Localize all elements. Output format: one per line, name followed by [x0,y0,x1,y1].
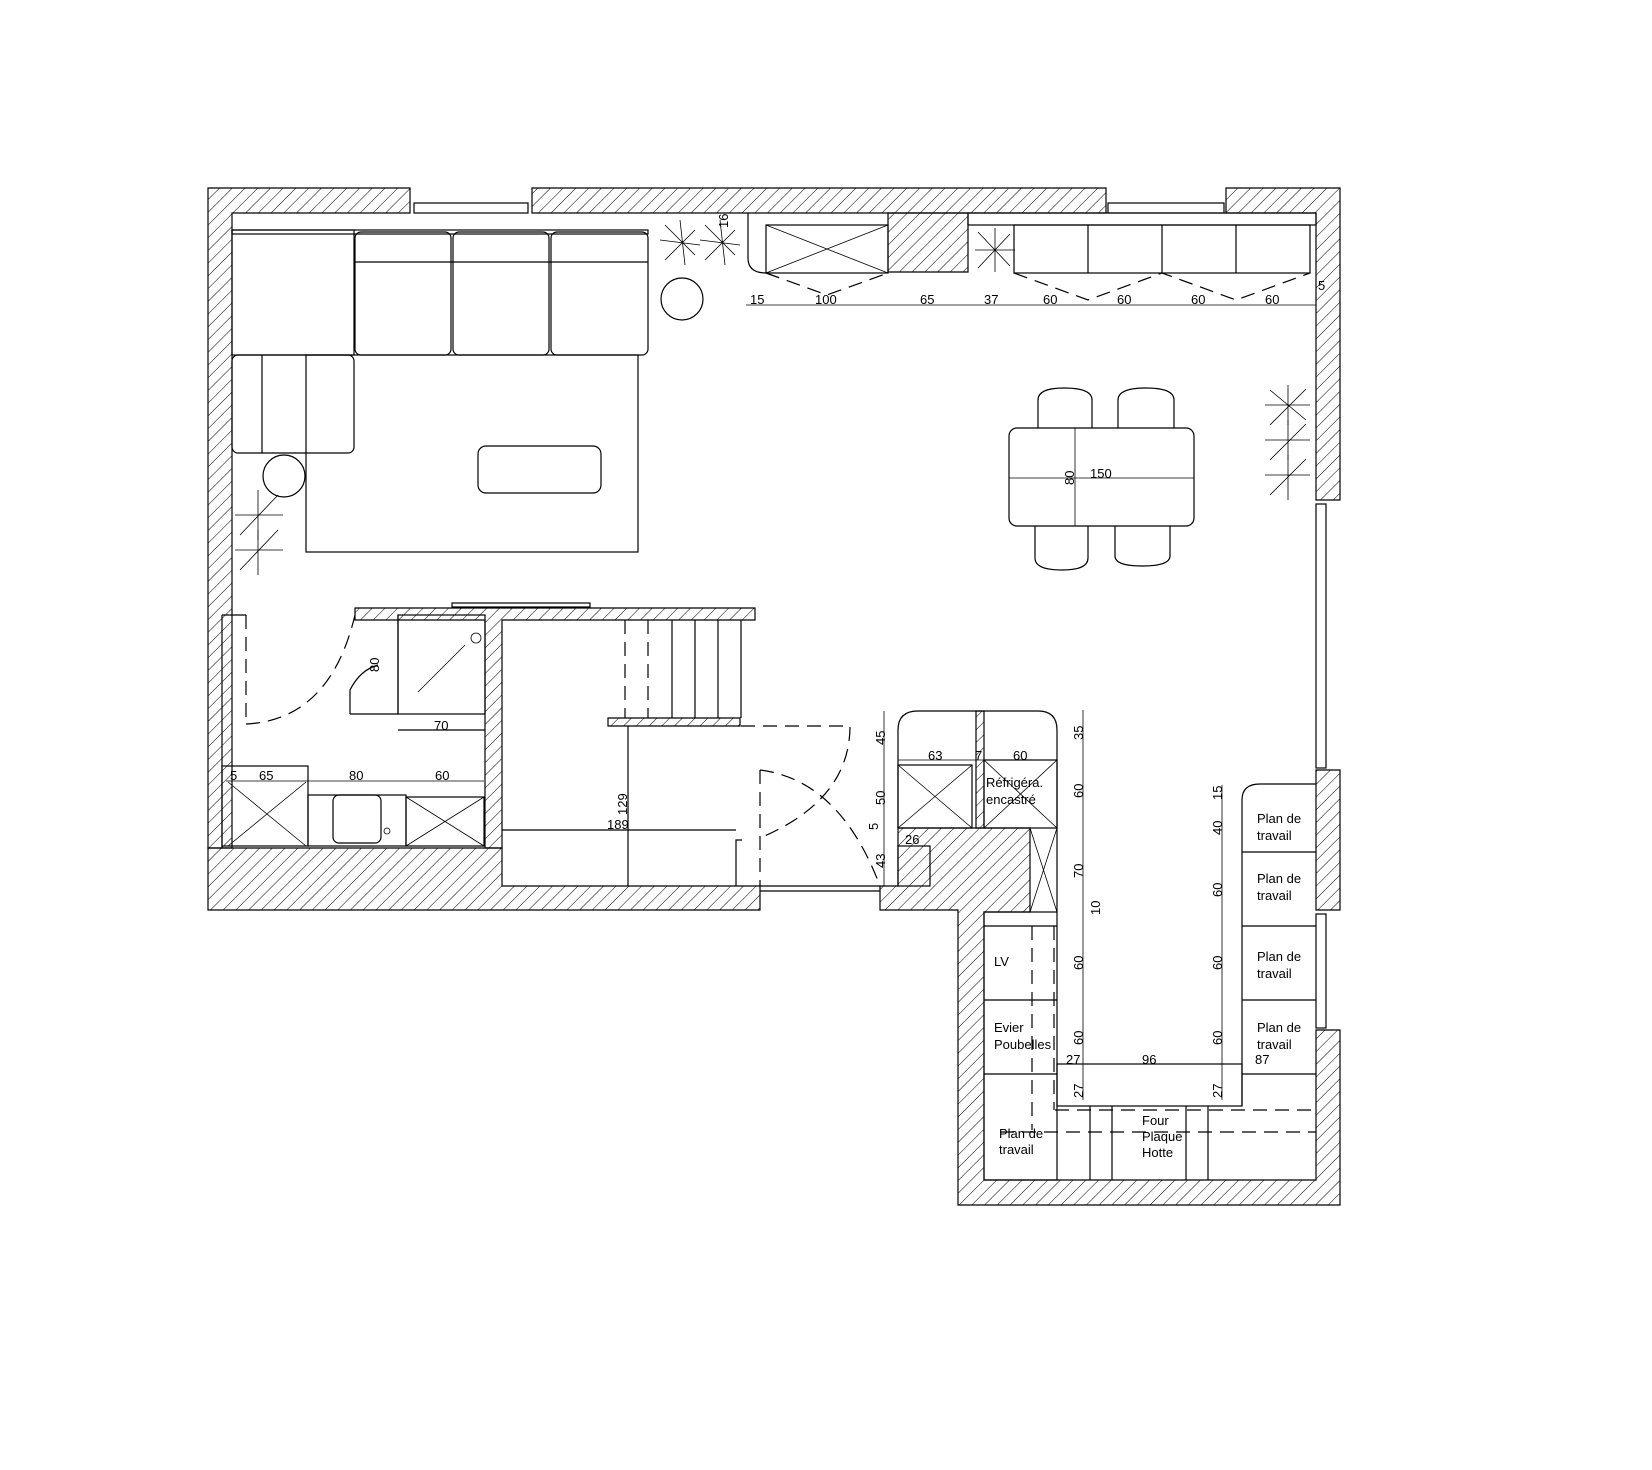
dim-label: 70 [434,718,448,733]
dishwasher-label: LV [994,954,1009,969]
dim-label: 60 [1117,292,1131,307]
dim-label: 5 [1318,278,1325,293]
sofa-corner [231,229,355,356]
plant-icon [1265,385,1310,500]
dim-label: 60 [1210,956,1225,970]
dim-label: 100 [815,292,837,307]
dim-label: 60 [1265,292,1279,307]
dim-label: 60 [1043,292,1057,307]
dim-label: 10 [1088,901,1103,915]
worktop-label: travail [1257,888,1292,903]
dim-label: 80 [1062,471,1077,485]
dim-label: 60 [1210,1031,1225,1045]
dim-label: 129 [615,793,630,815]
dim-label: 40 [1210,821,1225,835]
plant-icon [235,490,283,575]
dim-label: 5 [230,768,237,783]
living-area [231,212,1317,553]
worktop-label: Plan de [1257,811,1301,826]
dim-label: 60 [1013,748,1027,763]
worktop-label: Plan de [999,1126,1043,1141]
dim-label: 7 [975,748,982,763]
washbasin [332,794,382,844]
dim-label: 27 [1071,1084,1086,1098]
dim-label: 70 [1071,864,1086,878]
shower [397,614,486,715]
plant-icon [659,219,741,266]
dim-label: 65 [920,292,934,307]
dim-label: 35 [1071,726,1086,740]
dim-label: 60 [435,768,449,783]
coffee-table [477,445,602,494]
worktop-label: travail [999,1142,1034,1157]
dim-label: 60 [1071,1031,1086,1045]
dim-label: 189 [607,817,629,832]
worktop-label: travail [1257,966,1292,981]
dimension-labels: 15 100 65 37 60 60 60 60 5 16 80 150 80 … [230,214,1325,1098]
dim-label: 27 [1066,1052,1080,1067]
worktop-label: travail [1257,828,1292,843]
dim-label: 16 [716,214,731,228]
dim-label: 80 [367,658,382,672]
tv-cabinet [765,224,889,274]
side-table [262,454,306,498]
windows [413,202,1327,1029]
dim-label: 60 [1071,784,1086,798]
dining-table [1008,387,1195,571]
rug [305,354,639,553]
oven-label: Plaque [1142,1129,1182,1144]
dim-label: 43 [873,854,888,868]
dim-label: 50 [873,791,888,805]
dimension-lines [627,304,1316,1100]
dim-label: 150 [1090,466,1112,481]
side-table [660,277,704,321]
worktop-label: Plan de [1257,949,1301,964]
dim-label: 60 [1071,956,1086,970]
worktop-label: Plan de [1257,871,1301,886]
plants [235,219,1310,575]
worktop-label: Plan de [1257,1020,1301,1035]
dim-label: 15 [750,292,764,307]
room-labels: Réfrigéra. encastré LV Evier Poubelles P… [986,775,1301,1160]
walls [207,187,1341,1206]
staircase [502,620,881,892]
plant-icon [975,228,1015,272]
fridge-label: encastré [986,792,1036,807]
dim-label: 60 [1210,883,1225,897]
dim-label: 96 [1142,1052,1156,1067]
oven-label: Hotte [1142,1145,1173,1160]
dim-label: 60 [1191,292,1205,307]
dim-label: 26 [905,832,919,847]
dim-label: 65 [259,768,273,783]
bathroom [221,614,486,848]
dim-label: 37 [984,292,998,307]
worktop-label: travail [1257,1037,1292,1052]
dim-label: 15 [1210,786,1225,800]
dim-label: 80 [349,768,363,783]
dim-label: 5 [866,823,881,830]
sink-label: Evier [994,1020,1024,1035]
dim-label: 45 [873,731,888,745]
kitchen [897,710,1316,1181]
dim-label: 63 [928,748,942,763]
dim-label: 27 [1210,1084,1225,1098]
oven-label: Four [1142,1113,1169,1128]
sink-label: Poubelles [994,1037,1052,1052]
fridge-label: Réfrigéra. [986,775,1043,790]
dim-label: 87 [1255,1052,1269,1067]
